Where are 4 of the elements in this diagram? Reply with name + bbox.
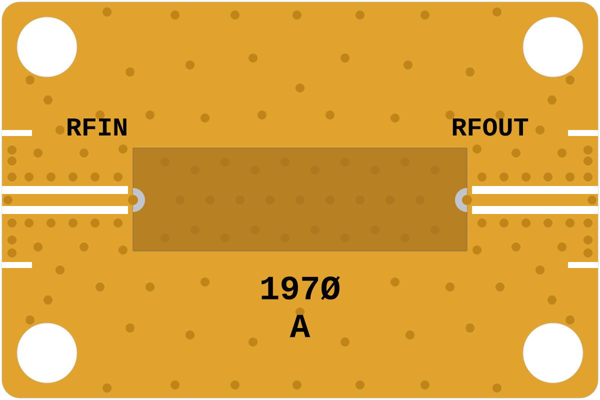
revision-letter: A [290,314,310,338]
pin-label: RFOUT [452,118,528,136]
pin-label: RFIN [68,118,126,136]
part-number: 197Ø [262,276,340,300]
